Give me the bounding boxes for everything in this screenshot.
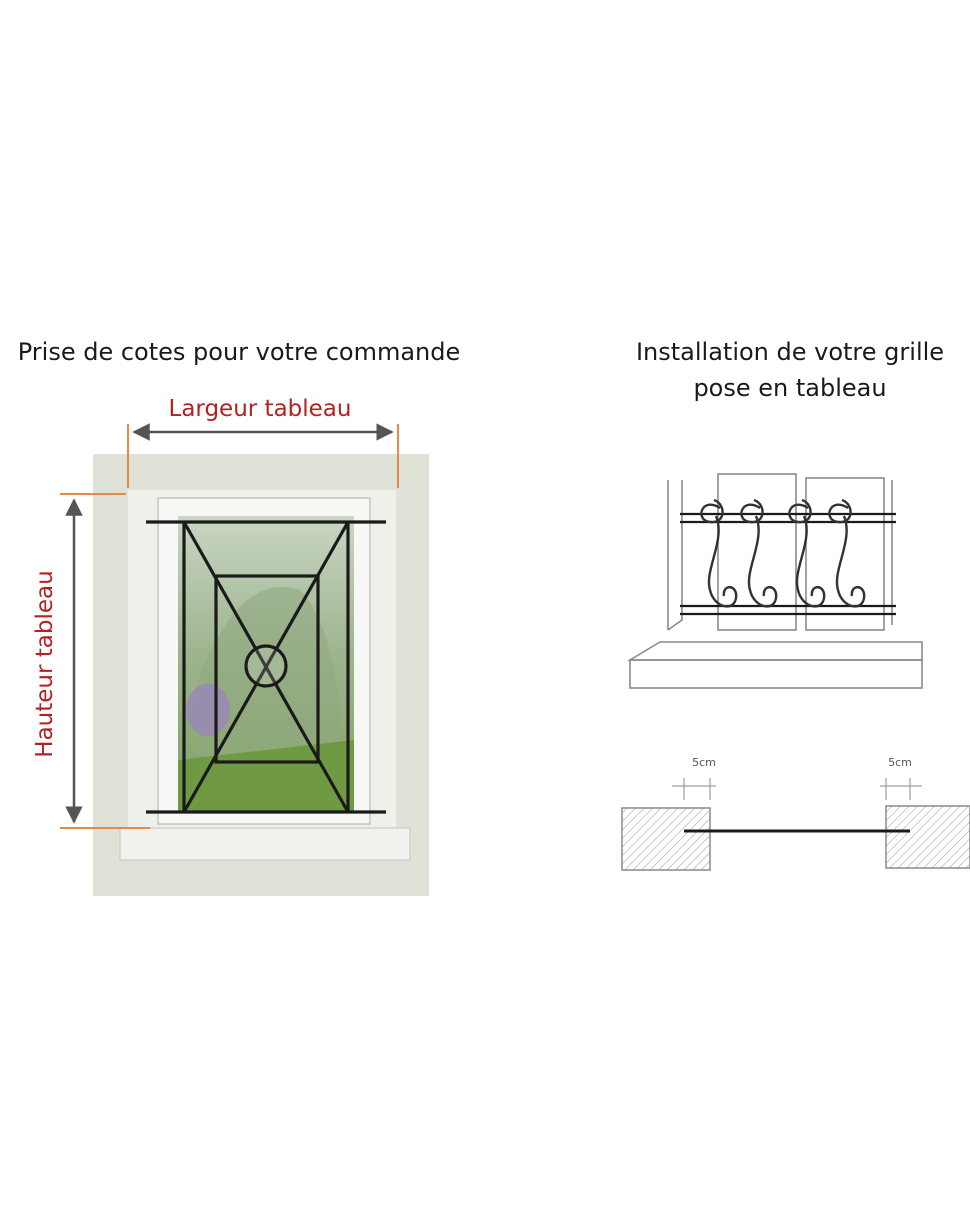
installation-sketch — [627, 473, 923, 689]
gap-marks-right — [880, 778, 922, 800]
wall-block-left — [621, 807, 711, 871]
right-title-line1: Installation de votre grille — [635, 338, 945, 366]
right-title-line2: pose en tableau — [693, 374, 887, 402]
reveal-corner — [667, 480, 683, 631]
shutter-right — [805, 477, 885, 631]
sill-front — [629, 659, 923, 689]
grille-drawing — [146, 520, 386, 814]
window-measure-illustration: Largeur tableau Hauteur tableau — [32, 396, 429, 896]
gap-label-right: 5cm — [888, 756, 912, 769]
gap-label-left: 5cm — [692, 756, 716, 769]
garden-lawn — [178, 740, 354, 812]
grille-scrolls — [700, 498, 866, 608]
garden-flowers — [186, 684, 230, 736]
left-panel-title: Prise de cotes pour votre commande — [17, 338, 461, 366]
gap-marks-left — [672, 778, 716, 800]
sill-top — [627, 641, 923, 661]
right-panel-title: Installation de votre grille pose en tab… — [610, 334, 970, 406]
wall-block-right — [885, 805, 970, 869]
window-sill — [119, 827, 411, 861]
section-detail: 5cm 5cm — [621, 756, 970, 871]
shutter-left — [717, 473, 797, 631]
width-label: Largeur tableau — [169, 396, 352, 422]
height-label: Hauteur tableau — [32, 570, 58, 757]
